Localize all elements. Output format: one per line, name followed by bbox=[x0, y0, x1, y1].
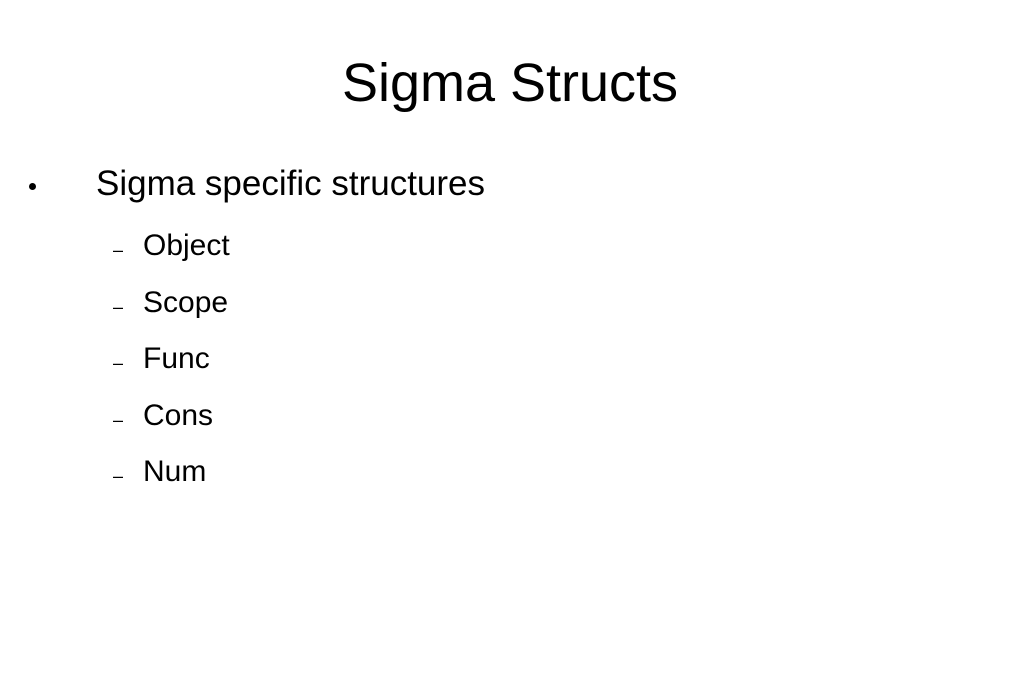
sub-bullet-list: – Object – Scope – Func – Cons – Num bbox=[113, 226, 230, 509]
sub-bullet-item: – Object bbox=[113, 226, 230, 283]
dash-icon: – bbox=[113, 353, 124, 373]
sub-bullet-text: Cons bbox=[143, 398, 214, 432]
sub-bullet-item: – Scope bbox=[113, 283, 230, 340]
sub-bullet-text: Object bbox=[143, 229, 230, 262]
sub-bullet-item: – Num bbox=[113, 452, 230, 509]
sub-bullet-text: Func bbox=[143, 342, 210, 375]
dash-icon: – bbox=[113, 409, 124, 430]
bullet-dot-icon bbox=[29, 182, 36, 190]
dash-icon: – bbox=[113, 240, 124, 260]
dash-icon: – bbox=[113, 296, 124, 317]
sub-bullet-text: Scope bbox=[143, 285, 229, 319]
bullet-item: Sigma specific structures bbox=[29, 162, 485, 206]
dash-icon: – bbox=[113, 466, 124, 486]
sub-bullet-text: Num bbox=[143, 455, 207, 488]
bullet-text: Sigma specific structures bbox=[96, 164, 486, 203]
sub-bullet-item: – Cons bbox=[113, 396, 230, 453]
slide-title: Sigma Structs bbox=[341, 53, 679, 113]
sub-bullet-item: – Func bbox=[113, 339, 230, 396]
